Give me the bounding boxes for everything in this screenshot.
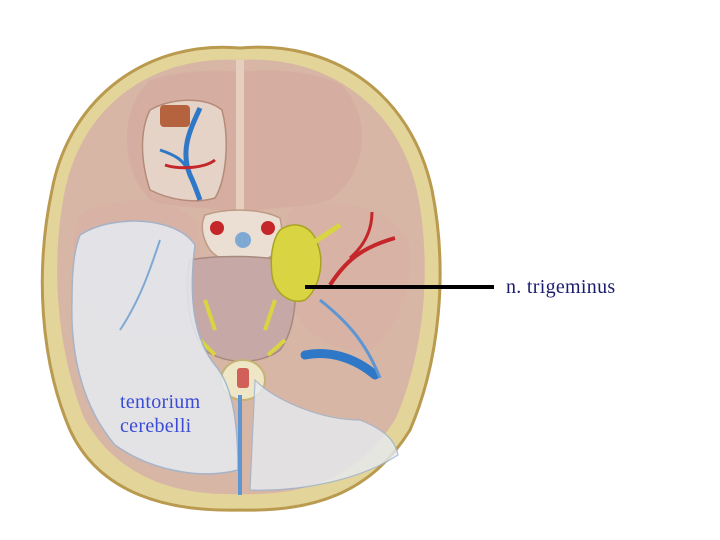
tentorium-label-line1: tentorium	[120, 391, 201, 413]
tentorium-label: tentorium cerebelli	[120, 390, 200, 438]
internal-carotid-right	[261, 221, 275, 235]
pituitary-stalk	[235, 232, 251, 248]
trigeminal-branch	[308, 222, 342, 248]
orbit-muscle	[160, 105, 190, 127]
sigmoid-sinus	[300, 349, 380, 380]
orbital-artery	[164, 158, 216, 170]
middle-meningeal-artery	[328, 236, 396, 287]
cranial-nerves-right	[263, 299, 287, 357]
middle-meningeal-branch	[349, 211, 374, 260]
tentorium-vein	[119, 239, 161, 331]
petrosal-sinus	[319, 298, 382, 379]
tentorium-label-line2: cerebelli	[120, 415, 192, 437]
medulla-stump	[237, 368, 249, 388]
internal-carotid-left	[210, 221, 224, 235]
falx-cerebri	[236, 60, 244, 210]
tentorium-cerebelli-right	[249, 378, 399, 491]
trigeminus-label: n. trigeminus	[506, 276, 616, 298]
trigeminal-nerve	[270, 224, 322, 302]
orbital-vein-branch	[159, 148, 192, 176]
tentorium-cerebelli	[71, 220, 239, 475]
